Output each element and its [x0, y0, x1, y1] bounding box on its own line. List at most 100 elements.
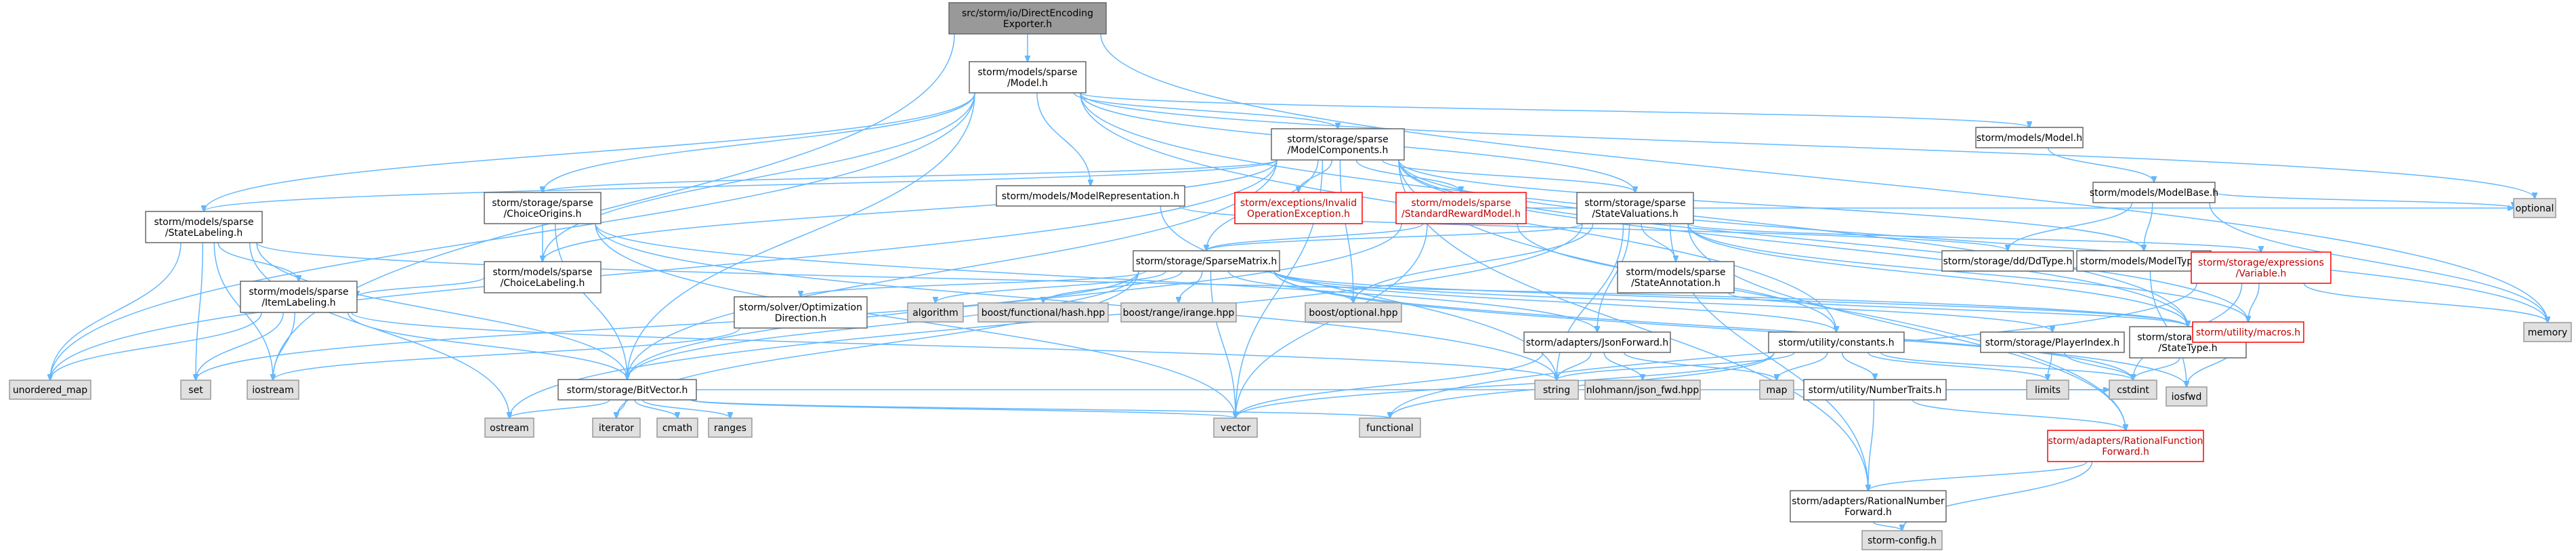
include-edge-constants-to-functional — [1390, 352, 1775, 418]
node-jsonforward[interactable]: storm/adapters/JsonForward.h — [1523, 331, 1671, 353]
node-label: storm/storage/PlayerIndex.h — [1985, 338, 2120, 348]
include-edge-constants-to-vector — [1236, 352, 1775, 418]
node-statevaluations[interactable]: storm/storage/sparse/StateValuations.h — [1576, 192, 1694, 224]
include-edge-choiceorigins-to-bitvector — [555, 223, 627, 380]
node-label: iosfwd — [2172, 392, 2202, 403]
include-edge-sparsematrix-to-bitvector — [627, 270, 1139, 380]
include-edge-bitvector-to-iterator — [616, 399, 627, 418]
include-edge-statevaluations-to-string — [1557, 223, 1624, 380]
include-edge-modelcomponents-to-statelabeling — [204, 159, 1278, 211]
node-box — [484, 417, 534, 438]
include-edge-numbertraits-to-rnforward — [1868, 399, 1875, 491]
include-edge-numbertraits-to-rfforward — [1912, 399, 2126, 430]
node-label: /ChoiceLabeling.h — [501, 278, 585, 289]
include-edge-bitvector-to-ranges — [642, 399, 730, 418]
node-box — [1305, 302, 1402, 323]
node-label: boost/optional.hpp — [1309, 308, 1397, 319]
include-edge-statevaluations-to-variable — [1687, 223, 2261, 252]
node-string: string — [1534, 380, 1579, 400]
node-box — [969, 61, 1086, 94]
node-modeltype[interactable]: storm/models/ModelType.h — [2076, 250, 2212, 272]
node-macros[interactable]: storm/utility/macros.h — [2192, 321, 2304, 343]
node-box — [1759, 380, 1794, 400]
node-box — [1523, 331, 1671, 353]
node-itemlabeling[interactable]: storm/models/sparse/ItemLabeling.h — [240, 281, 358, 313]
node-modelbase[interactable]: storm/models/ModelBase.h — [2090, 182, 2218, 203]
node-box — [180, 380, 211, 400]
node-label: storm/storage/SparseMatrix.h — [1136, 256, 1278, 267]
include-edge-jsonforward-to-map — [1624, 352, 1777, 380]
include-edge-sparsematrix-to-algorithm — [935, 270, 1166, 303]
node-label: storm/adapters/RationalFunction — [2048, 436, 2203, 447]
node-box — [1584, 380, 1701, 400]
node-modelrep[interactable]: storm/models/ModelRepresentation.h — [996, 185, 1185, 207]
include-edge-bitvector-to-functional — [690, 399, 1390, 418]
node-label: storm/storage/sparse — [492, 198, 593, 209]
node-label: /StateType.h — [2158, 343, 2217, 354]
node-modelsModel[interactable]: storm/models/Model.h — [1975, 127, 2084, 148]
include-edge-constants-to-cstdint — [1880, 352, 2133, 380]
node-box — [1617, 261, 1735, 293]
node-label: storm/models/Model.h — [1977, 133, 2082, 144]
node-box — [996, 185, 1185, 207]
node-label: storm-config.h — [1867, 535, 1937, 546]
node-functional: functional — [1359, 417, 1421, 438]
include-edge-sparsematrix-to-optdir — [801, 270, 1146, 297]
node-label: src/storm/io/DirectEncoding — [962, 8, 1093, 19]
node-label: storm/utility/NumberTraits.h — [1809, 385, 1942, 396]
node-constants[interactable]: storm/utility/constants.h — [1768, 331, 1905, 353]
node-label: storm/storage/BitVector.h — [567, 385, 688, 396]
node-ranges: ranges — [708, 417, 753, 438]
include-edge-sparsematrix-to-boostoptional — [1227, 270, 1353, 303]
include-edge-stdreward-to-sparsematrix — [1206, 223, 1424, 251]
node-statelabeling[interactable]: storm/models/sparse/StateLabeling.h — [145, 211, 263, 243]
node-label: ostream — [490, 423, 529, 434]
node-invalidop[interactable]: storm/exceptions/InvalidOperationExcepti… — [1234, 192, 1363, 224]
node-box — [1980, 331, 2125, 353]
include-edge-rnforward-to-stormconfig — [1872, 521, 1903, 531]
node-box — [2076, 250, 2212, 272]
node-label: nlohmann/json_fwd.hpp — [1586, 385, 1699, 396]
node-stdreward[interactable]: storm/models/sparse/StandardRewardModel.… — [1395, 192, 1527, 224]
node-label: storm/storage/expressions — [2198, 258, 2324, 268]
include-edge-modelsModel-to-modelbase — [2047, 147, 2154, 182]
node-label: optional — [2516, 203, 2554, 214]
include-edge-choiceorigins-to-jsonforward — [595, 223, 1597, 332]
node-box — [9, 380, 91, 400]
node-modelcomponents[interactable]: storm/storage/sparse/ModelComponents.h — [1271, 128, 1405, 161]
node-label: /ChoiceOrigins.h — [503, 209, 581, 220]
node-ddtype[interactable]: storm/storage/dd/DdType.h — [1941, 250, 2074, 272]
node-label: unordered_map — [13, 385, 87, 396]
node-sparsematrix[interactable]: storm/storage/SparseMatrix.h — [1133, 250, 1280, 272]
include-edge-constants-to-map — [1777, 352, 1828, 380]
node-label: /StandardRewardModel.h — [1401, 209, 1521, 220]
include-edge-itemlabeling-to-iostream — [273, 312, 296, 380]
include-edge-bitvector-to-ostream — [509, 399, 610, 418]
node-set: set — [180, 380, 211, 400]
node-stateannotation[interactable]: storm/models/sparse/StateAnnotation.h — [1617, 261, 1735, 293]
include-edge-modelcomponents-to-modeltype — [1398, 159, 2144, 251]
node-box — [247, 380, 299, 400]
node-bitvector[interactable]: storm/storage/BitVector.h — [557, 379, 697, 401]
include-edge-modelbase-to-modeltype — [2144, 202, 2153, 251]
node-numbertraits[interactable]: storm/utility/NumberTraits.h — [1803, 379, 1947, 401]
node-playerindex[interactable]: storm/storage/PlayerIndex.h — [1980, 331, 2125, 353]
node-box — [2092, 182, 2216, 203]
node-box — [145, 211, 263, 243]
node-choiceorigins[interactable]: storm/storage/sparse/ChoiceOrigins.h — [484, 192, 601, 224]
node-choicelabeling[interactable]: storm/models/sparse/ChoiceLabeling.h — [484, 261, 601, 293]
include-edge-modelbase-to-ddtype — [2008, 202, 2133, 251]
node-variable[interactable]: storm/storage/expressions/Variable.h — [2191, 251, 2331, 284]
node-label: storm/models/sparse — [492, 267, 592, 278]
node-box — [1359, 417, 1421, 438]
node-model[interactable]: storm/models/sparse/Model.h — [969, 61, 1086, 94]
node-box — [1133, 250, 1280, 272]
node-label: memory — [2528, 327, 2568, 338]
include-edge-sparsematrix-to-boosthash — [1043, 270, 1183, 303]
node-label: Forward.h — [2102, 447, 2149, 457]
